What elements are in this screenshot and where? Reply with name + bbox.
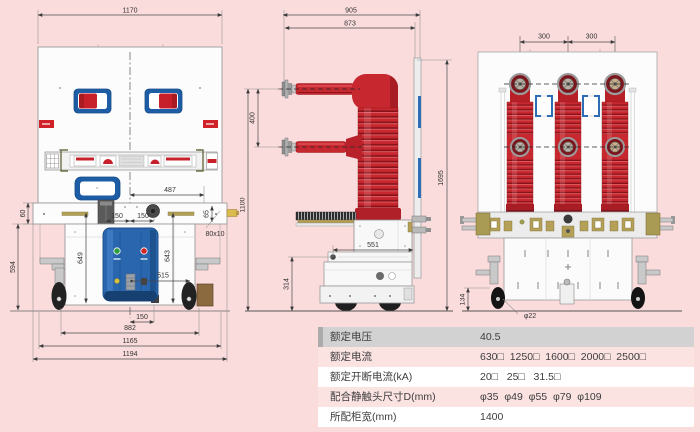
dim-phi22: φ22 — [524, 313, 536, 320]
left-window — [73, 88, 112, 114]
mechanism-band — [477, 211, 658, 239]
pole-elbow — [352, 74, 399, 110]
dim-882: 882 — [124, 325, 136, 332]
pole-clamp — [535, 95, 553, 117]
center-knob — [563, 214, 573, 224]
dim-649: 649 — [78, 252, 85, 264]
dim-65: 65 — [204, 210, 211, 218]
front-view-drawing: 1170 — [10, 8, 239, 362]
row-value: φ35 φ49 φ55 φ79 φ109 — [480, 391, 602, 403]
dim-643: 643 — [165, 250, 172, 262]
dim-905: 905 — [345, 8, 357, 15]
instrument-strip — [44, 149, 218, 172]
right-rail-pad — [167, 211, 195, 216]
control-box — [102, 227, 159, 302]
table-row: 配合静触头尺寸D(mm) φ35 φ49 φ55 φ79 φ109 — [318, 387, 694, 407]
row-label: 配合静触头尺寸D(mm) — [330, 391, 436, 403]
right-guide-block — [196, 283, 214, 307]
pole-b — [554, 72, 582, 213]
right-bracket — [645, 212, 675, 236]
dim-515: 515 — [157, 273, 169, 280]
dim-150-left: 150 — [111, 213, 123, 220]
side-view-drawing: 905 873 400 1100 16 — [240, 8, 453, 312]
dim-80x10: 80x10 — [205, 231, 224, 238]
side-plug — [226, 209, 238, 217]
right-red-label — [203, 120, 218, 128]
dim-400: 400 — [250, 112, 257, 124]
dim-60: 60 — [20, 210, 27, 218]
right-window — [144, 88, 183, 114]
rear-mounting-plate — [413, 57, 422, 279]
gauge-arc — [103, 159, 113, 164]
row-value: 40.5 — [480, 331, 501, 343]
center-stud — [559, 278, 575, 305]
table-row: 额定电压 40.5 — [318, 327, 694, 347]
row-value: 20□ 25□ 31.5□ — [480, 371, 561, 383]
nameplate-window — [74, 176, 121, 201]
dim-594: 594 — [10, 261, 17, 273]
pole-skirt — [355, 208, 401, 220]
dim-front-width: 1170 — [122, 8, 137, 15]
pole-clamp — [582, 95, 600, 117]
dim-551: 551 — [367, 242, 379, 249]
right-wheel-assembly — [181, 224, 221, 310]
right-clamp — [196, 149, 204, 172]
manual-button — [114, 278, 120, 284]
spec-table: 额定电压 40.5 额定电流 630□ 1250□ 1600□ 2000□ 25… — [318, 327, 694, 427]
left-bracket — [460, 212, 491, 236]
red-indicator — [140, 247, 148, 255]
dim-150-bottom: 150 — [136, 314, 148, 321]
drawout-rail — [295, 211, 357, 227]
carriage — [319, 251, 415, 311]
green-indicator — [113, 247, 121, 255]
row-value: 630□ 1250□ 1600□ 2000□ 2500□ — [480, 351, 647, 363]
dim-1100: 1100 — [240, 197, 247, 212]
dim-873: 873 — [344, 21, 356, 28]
pole-c — [601, 72, 629, 213]
dim-1695: 1695 — [438, 170, 445, 186]
row-label: 额定电压 — [330, 331, 372, 343]
dim-300-left: 300 — [538, 34, 550, 41]
dim-150-right: 150 — [137, 213, 149, 220]
left-wheel-assembly — [39, 224, 67, 310]
table-row: 额定电流 630□ 1250□ 1600□ 2000□ 2500□ — [318, 347, 694, 367]
left-clamp — [60, 149, 68, 172]
row-label: 所配柜宽(mm) — [330, 411, 397, 423]
dim-300-right: 300 — [586, 34, 598, 41]
mechanism-box — [353, 219, 413, 253]
left-caster — [475, 255, 505, 309]
dim-314: 314 — [284, 278, 291, 290]
table-row: 所配柜宽(mm) 1400 — [318, 407, 694, 427]
left-rail-pad — [61, 211, 89, 216]
pole-bellows — [357, 107, 399, 209]
gauge-arc — [150, 159, 160, 164]
dim-1194: 1194 — [122, 351, 137, 358]
left-red-label — [39, 120, 54, 128]
pole-a — [506, 72, 534, 213]
truck-body — [64, 223, 196, 306]
rear-view-drawing: 300 300 — [460, 34, 682, 320]
dim-134: 134 — [460, 294, 467, 306]
row-label: 额定开断电流(kA) — [330, 371, 413, 383]
table-row: 额定开断电流(kA) 20□ 25□ 31.5□ — [318, 367, 694, 387]
dim-487: 487 — [164, 187, 176, 194]
dim-1165: 1165 — [122, 338, 137, 345]
row-label: 额定电流 — [330, 351, 372, 363]
row-value: 1400 — [480, 411, 504, 423]
secondary-plug — [407, 215, 431, 234]
upper-contact-arm — [281, 79, 355, 99]
right-caster — [631, 255, 661, 309]
cabinet-front-panel: 487 — [37, 44, 223, 318]
side-rails — [498, 87, 637, 215]
